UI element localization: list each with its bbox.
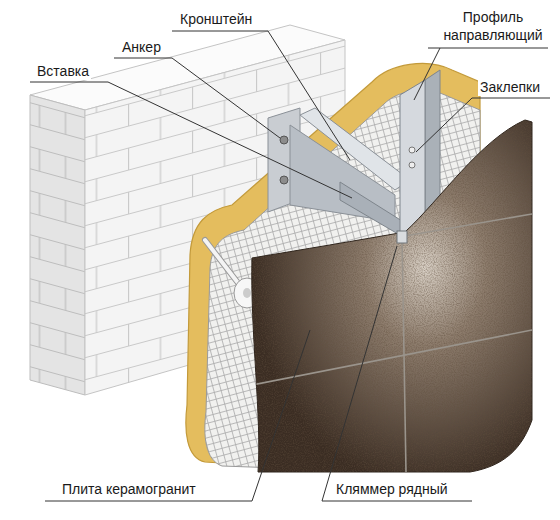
tile-joints: [252, 214, 532, 472]
part-label: Профиль направляющий: [431, 8, 555, 44]
part-label: Кляммер рядный: [334, 480, 450, 498]
anchor-bolt: [280, 176, 288, 184]
rivet: [409, 147, 415, 153]
wall-end: [30, 95, 85, 395]
leader-line: [114, 58, 280, 138]
anchor-bolt: [280, 136, 288, 144]
leader-line: [416, 98, 550, 152]
tile-speckle: [240, 110, 540, 480]
part-label: Анкер: [120, 38, 163, 56]
leader-line: [30, 82, 352, 198]
tile-joint: [405, 214, 532, 236]
leader-line: [45, 330, 310, 501]
tile-clamp: [397, 231, 407, 243]
leader-line: [322, 246, 472, 501]
rivet: [409, 162, 415, 168]
part-label: Заклепки: [478, 78, 542, 96]
part-label: Плита керамогранит: [60, 480, 198, 498]
leader-lines: [30, 31, 550, 501]
leader-line: [172, 31, 350, 160]
part-label: Кронштейн: [178, 10, 254, 28]
dowel-center: [243, 288, 251, 298]
leader-line: [414, 48, 548, 100]
wall-end-bricks: [30, 95, 85, 395]
tile-texture: [240, 110, 540, 480]
bracket-flange: [300, 108, 410, 190]
tile-joint: [402, 236, 406, 472]
part-label: Вставка: [35, 62, 91, 80]
